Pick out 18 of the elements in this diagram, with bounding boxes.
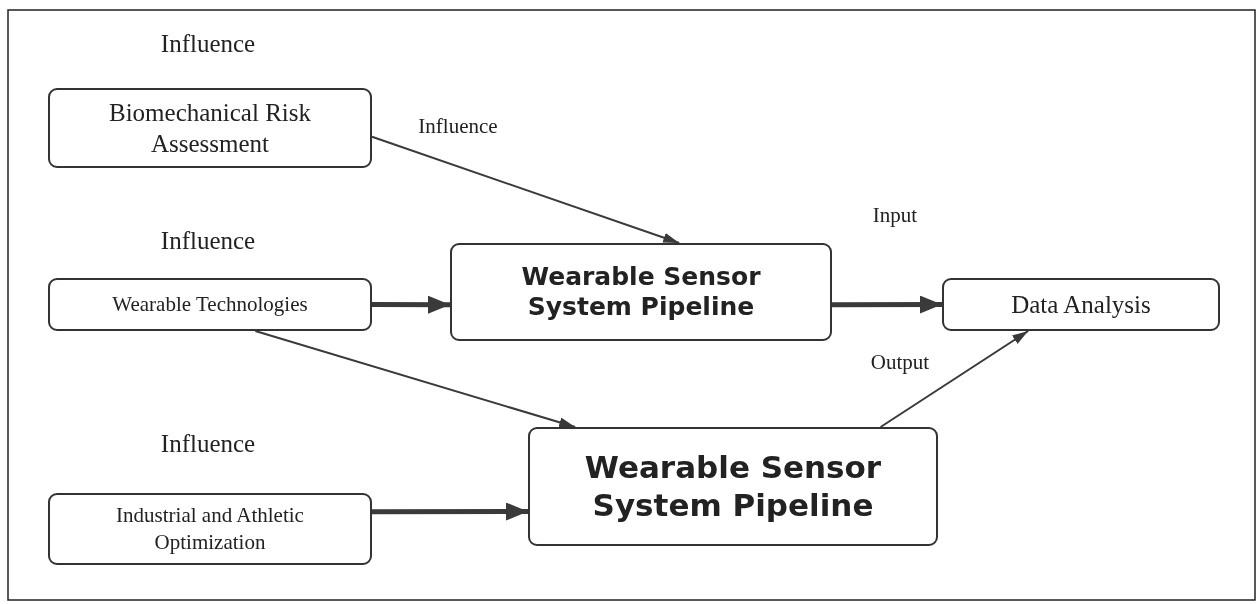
process-box — [528, 427, 938, 546]
node-label: Biomechanical Risk Assessment — [107, 97, 312, 159]
node-label: Wearable Sensor System Pipeline — [583, 449, 883, 524]
node-label: Wearable Technologies — [111, 291, 309, 318]
node-label: Data Analysis — [1010, 289, 1152, 320]
node-label: Wearable Sensor System Pipeline — [520, 262, 762, 322]
node-label: Industrial and Athletic Optimization — [115, 501, 305, 556]
arrow — [372, 295, 450, 314]
arrow — [879, 330, 1030, 428]
process-box — [942, 278, 1220, 331]
arrow — [832, 295, 942, 314]
arrow — [372, 502, 528, 521]
process-box — [48, 278, 372, 331]
process-box — [48, 88, 372, 168]
arrow — [371, 135, 681, 244]
process-box — [450, 243, 832, 341]
arrow — [254, 330, 577, 428]
process-box — [48, 493, 372, 565]
